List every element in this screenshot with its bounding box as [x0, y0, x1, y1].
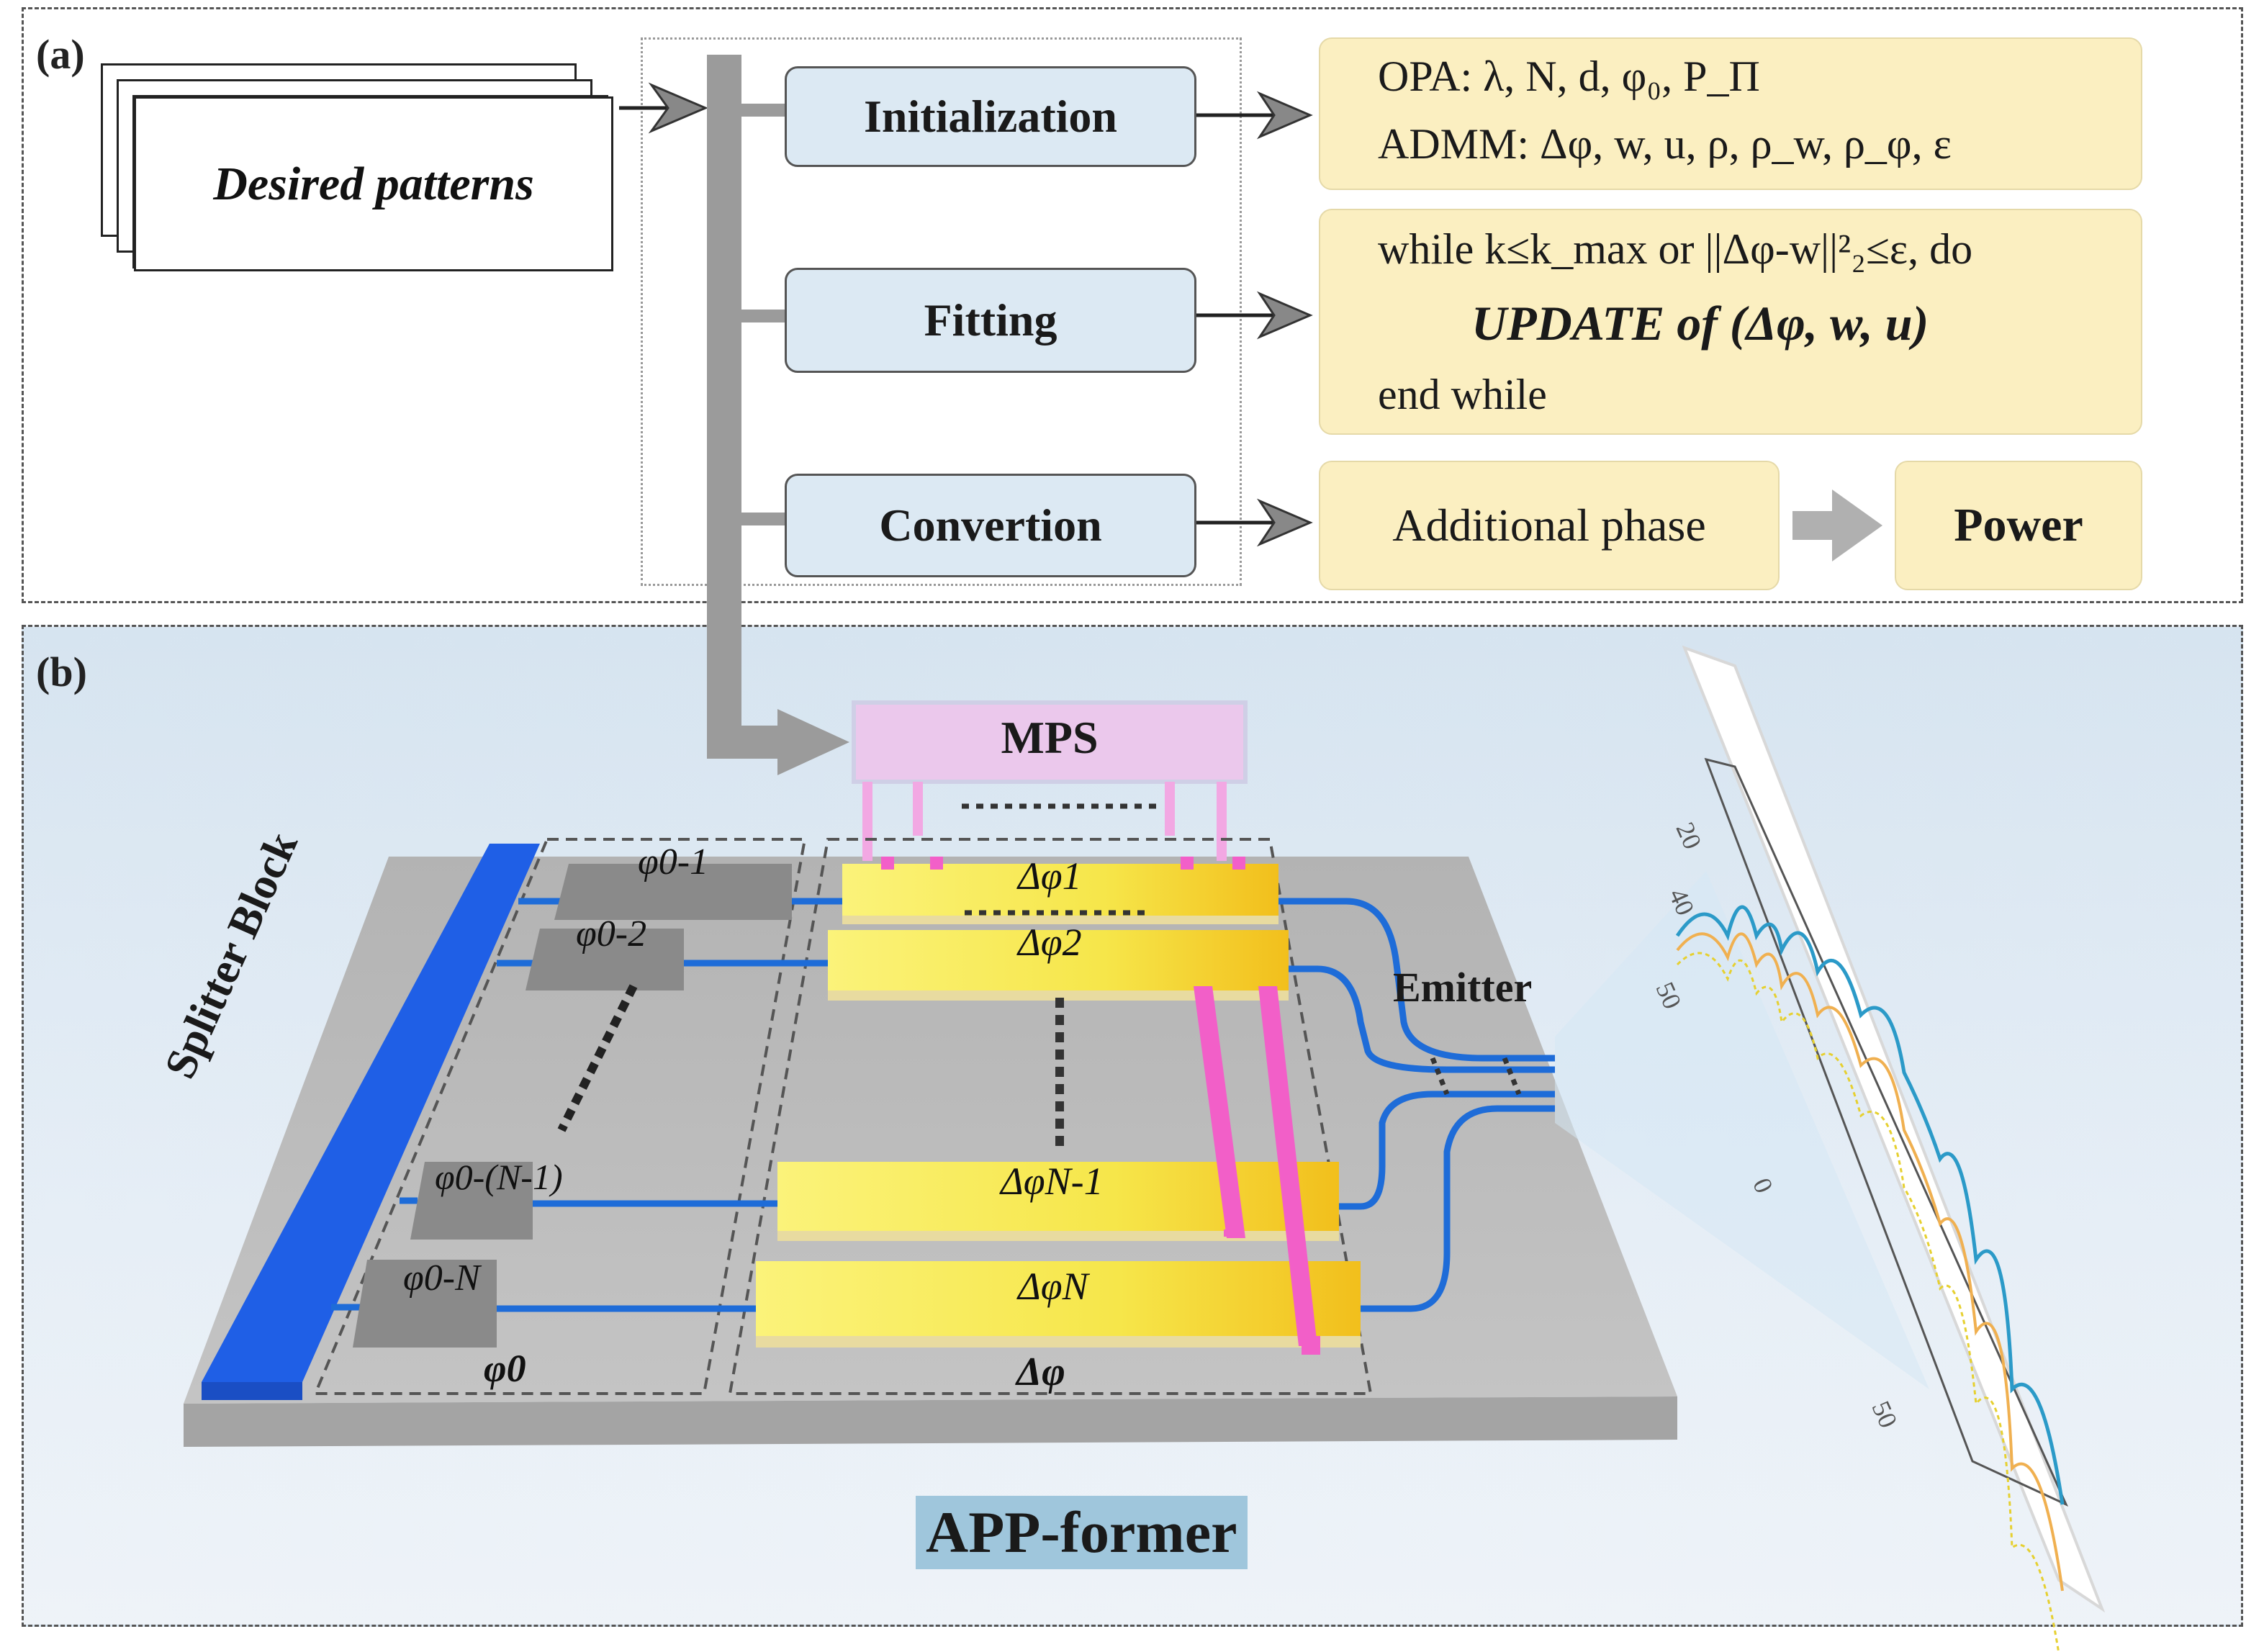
- phi0-group-label: φ0: [484, 1347, 526, 1390]
- app-former-title: APP-former: [916, 1496, 1248, 1569]
- init-opa-line: OPA: λ, N, d, φ₀, P_Π: [1378, 53, 1760, 100]
- mps-block: [852, 700, 1248, 784]
- power-box: Power: [1895, 461, 2142, 590]
- desired-patterns-text: Desired patterns: [213, 157, 534, 210]
- panel-a-label: (a): [36, 31, 85, 78]
- steps-dotted-frame: [641, 37, 1242, 586]
- panel-a-frame: [22, 7, 2243, 603]
- additional-phase-box: Additional phase: [1319, 461, 1780, 590]
- init-params-box: OPA: λ, N, d, φ₀, P_Π ADMM: Δφ, w, u, ρ,…: [1319, 37, 2142, 190]
- step-fitting: Fitting: [785, 268, 1196, 373]
- step-initialization: Initialization: [785, 66, 1196, 167]
- fitting-loop-box: while k≤k_max or ||Δφ-w||²₂≤ε, do UPDATE…: [1319, 209, 2142, 435]
- step-convertion: Convertion: [785, 474, 1196, 577]
- fit-update-line: UPDATE of (Δφ, w, u): [1471, 296, 1929, 351]
- additional-phase-text: Additional phase: [1392, 500, 1706, 551]
- desired-patterns-page: Desired patterns: [134, 96, 613, 271]
- splitter-block: [202, 844, 540, 1382]
- dphi-group-label: Δφ: [1016, 1350, 1065, 1394]
- dphi-label-2: Δφ2: [1018, 921, 1082, 964]
- fit-while-line: while k≤k_max or ||Δφ-w||²₂≤ε, do: [1378, 225, 1973, 273]
- emitter-label: Emitter: [1393, 964, 1533, 1011]
- dphi-label-n: ΔφN: [1018, 1265, 1088, 1308]
- phi0-label-1: φ0-1: [638, 841, 709, 883]
- phi0-label-2: φ0-2: [576, 913, 647, 954]
- init-admm-line: ADMM: Δφ, w, u, ρ, ρ_w, ρ_φ, ε: [1378, 120, 1952, 168]
- panel-b-label: (b): [36, 649, 87, 695]
- power-text: Power: [1954, 499, 2083, 551]
- phi0-label-n: φ0-N: [403, 1258, 480, 1299]
- mps-label: MPS: [1001, 712, 1099, 763]
- chip-front-face: [184, 1396, 1677, 1447]
- dphi-label-1: Δφ1: [1018, 854, 1082, 898]
- phi0-label-n1: φ0-(N-1): [435, 1157, 563, 1197]
- dphi-label-n1: ΔφN-1: [1001, 1160, 1104, 1203]
- fit-end-line: end while: [1378, 371, 1547, 418]
